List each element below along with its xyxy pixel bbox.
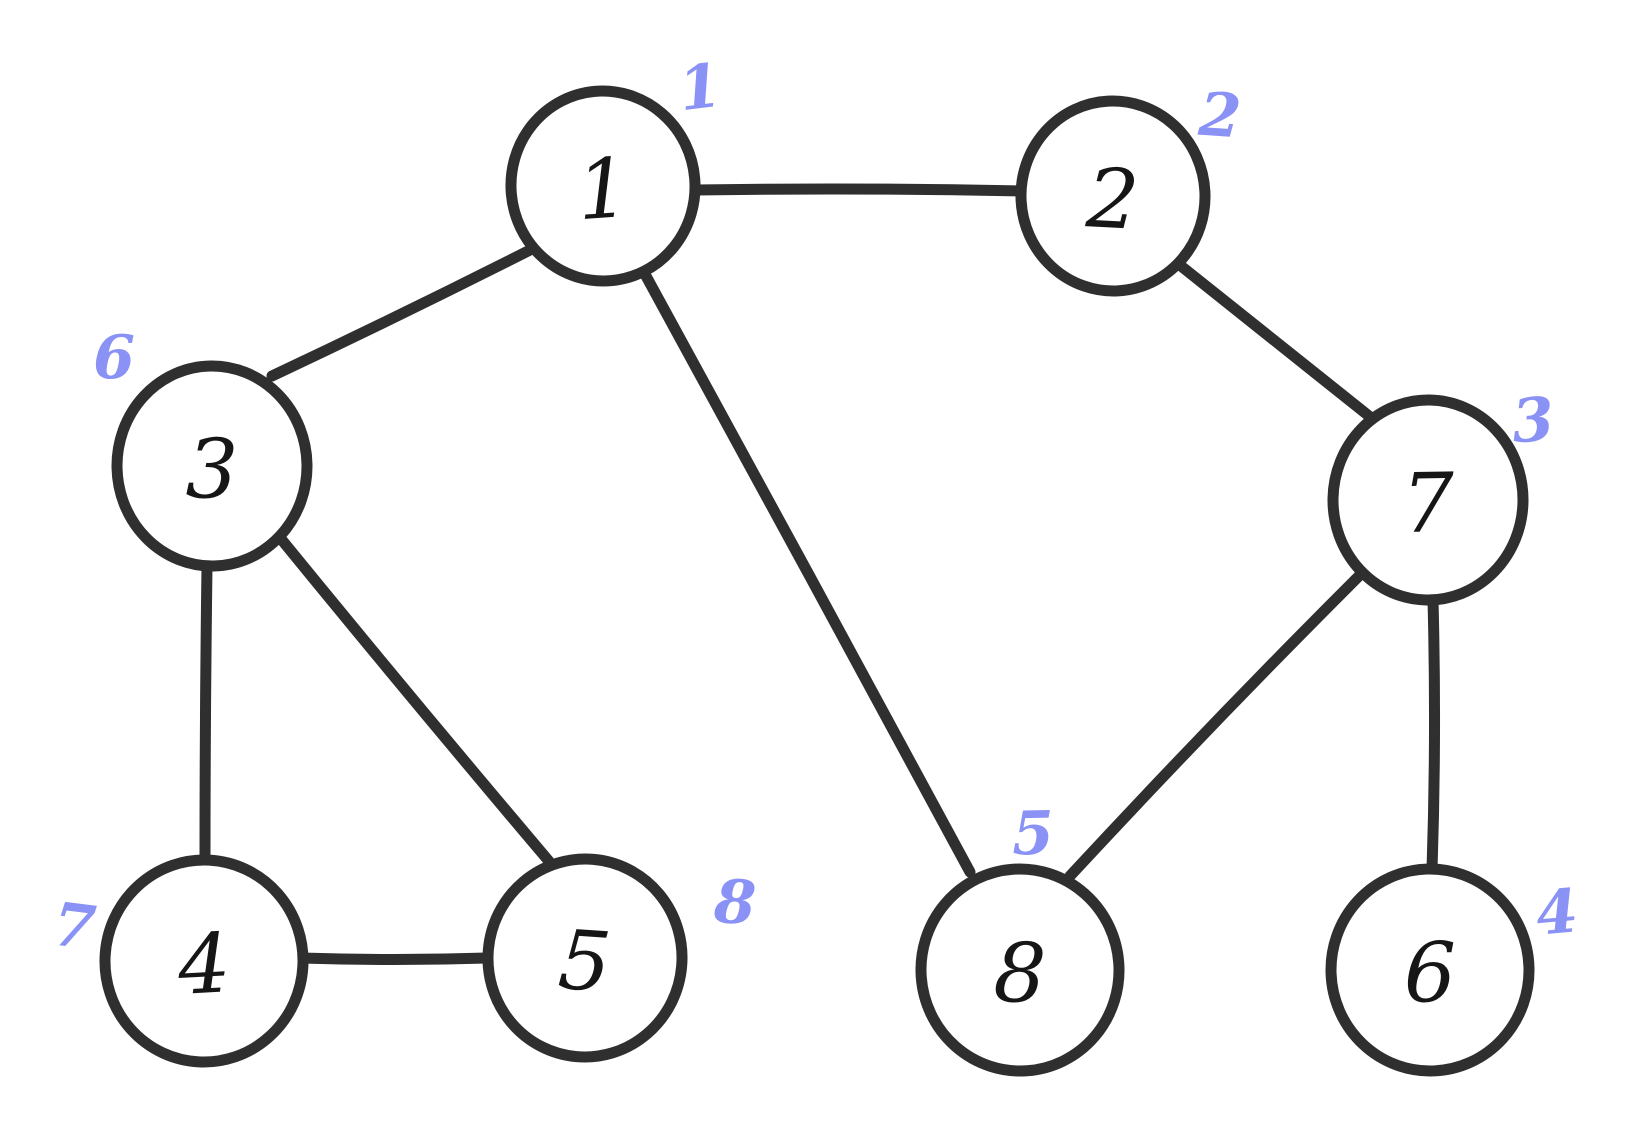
graph-node[interactable]: 7 (1327, 394, 1529, 606)
node-outer-label: 1 (675, 51, 725, 126)
node-label: 4 (175, 916, 233, 1014)
node-circle (1015, 95, 1211, 297)
graph-edge (266, 243, 538, 382)
graph-node[interactable]: 1 (503, 83, 703, 288)
node-circle (915, 863, 1125, 1077)
node-outer-label: 7 (49, 890, 99, 965)
node-circle (111, 360, 313, 572)
graph-node[interactable]: 3 (111, 360, 313, 572)
node-circle (99, 854, 309, 1068)
graph-edge (295, 952, 493, 965)
graph-edge (689, 183, 1026, 197)
node-outer-label: 3 (1510, 385, 1557, 458)
node-outer-label: 5 (1012, 799, 1055, 870)
node-outer-label: 6 (93, 323, 135, 393)
node-label: 7 (1401, 456, 1456, 552)
node-outer-label: 4 (1533, 876, 1581, 949)
node-circle (1325, 863, 1535, 1077)
node-label: 2 (1083, 151, 1141, 249)
graph-node[interactable]: 4 (99, 854, 309, 1068)
graph-edge (1064, 571, 1364, 882)
graph-node[interactable]: 8 (914, 862, 1126, 1077)
node-outer-label: 2 (1196, 80, 1244, 153)
node-label: 1 (574, 141, 633, 239)
node-circle (482, 853, 688, 1063)
node-circle (1327, 394, 1529, 606)
graph-node[interactable]: 2 (1015, 95, 1211, 297)
node-circle (505, 85, 701, 287)
graph-edge (1170, 256, 1380, 426)
node-label: 8 (992, 926, 1047, 1023)
edges-group (199, 183, 1441, 965)
node-label: 6 (1404, 927, 1456, 1022)
graph-edge (199, 560, 213, 866)
node-label: 3 (185, 422, 239, 518)
node-label: 5 (555, 913, 614, 1011)
nodes-group: 1 2 3 7 4 5 8 6 (99, 83, 1535, 1077)
graph-edge (640, 270, 976, 878)
graph-edge (271, 528, 559, 872)
graph-node[interactable]: 6 (1325, 863, 1535, 1077)
graph-node[interactable]: 5 (480, 851, 691, 1065)
graph-edge (1426, 594, 1441, 876)
node-outer-label: 8 (711, 867, 757, 939)
